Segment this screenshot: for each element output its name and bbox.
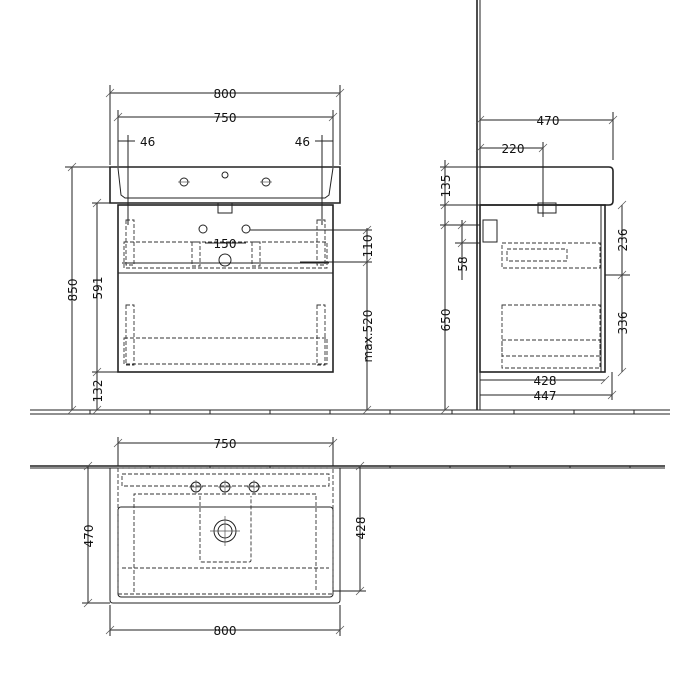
tap-holes: [189, 480, 261, 494]
dim-150: 150: [214, 237, 237, 251]
basin-side: [480, 166, 614, 206]
dim-800-top: 800: [214, 624, 237, 638]
dim-750: 750: [214, 111, 237, 125]
dim-236: 236: [616, 229, 630, 252]
dim-650: 650: [439, 309, 453, 332]
top-view: 750 470 428 800: [30, 437, 665, 638]
dim-220: 220: [502, 142, 525, 156]
dim-470-side: 470: [537, 114, 560, 128]
dim-135: 135: [439, 175, 453, 198]
dim-447: 447: [534, 389, 557, 403]
front-view: 800 750 46 46 150 850 591 132 max.520 11…: [30, 85, 420, 415]
dim-470-top: 470: [82, 525, 96, 548]
dim-428-top: 428: [354, 517, 368, 540]
dim-591: 591: [91, 277, 105, 300]
dim-46-right: 46: [295, 135, 310, 149]
dim-850: 850: [66, 279, 80, 302]
dim-800: 800: [214, 87, 237, 101]
dim-428-side: 428: [534, 374, 557, 388]
drain: [210, 516, 240, 546]
dim-58: 58: [456, 256, 470, 271]
dim-110: 110: [361, 235, 375, 258]
dim-max-520: max.520: [361, 310, 375, 363]
side-view: 470 220 135 650 58 236 336 428 447: [420, 0, 670, 415]
wall-bracket: [482, 219, 498, 243]
cabinet-front: [117, 204, 334, 373]
dim-132: 132: [91, 380, 105, 403]
dim-46-left: 46: [140, 135, 155, 149]
basin-top: [109, 468, 341, 604]
dim-336: 336: [616, 312, 630, 335]
dim-750-top: 750: [214, 437, 237, 451]
cabinet-side: [479, 204, 606, 373]
